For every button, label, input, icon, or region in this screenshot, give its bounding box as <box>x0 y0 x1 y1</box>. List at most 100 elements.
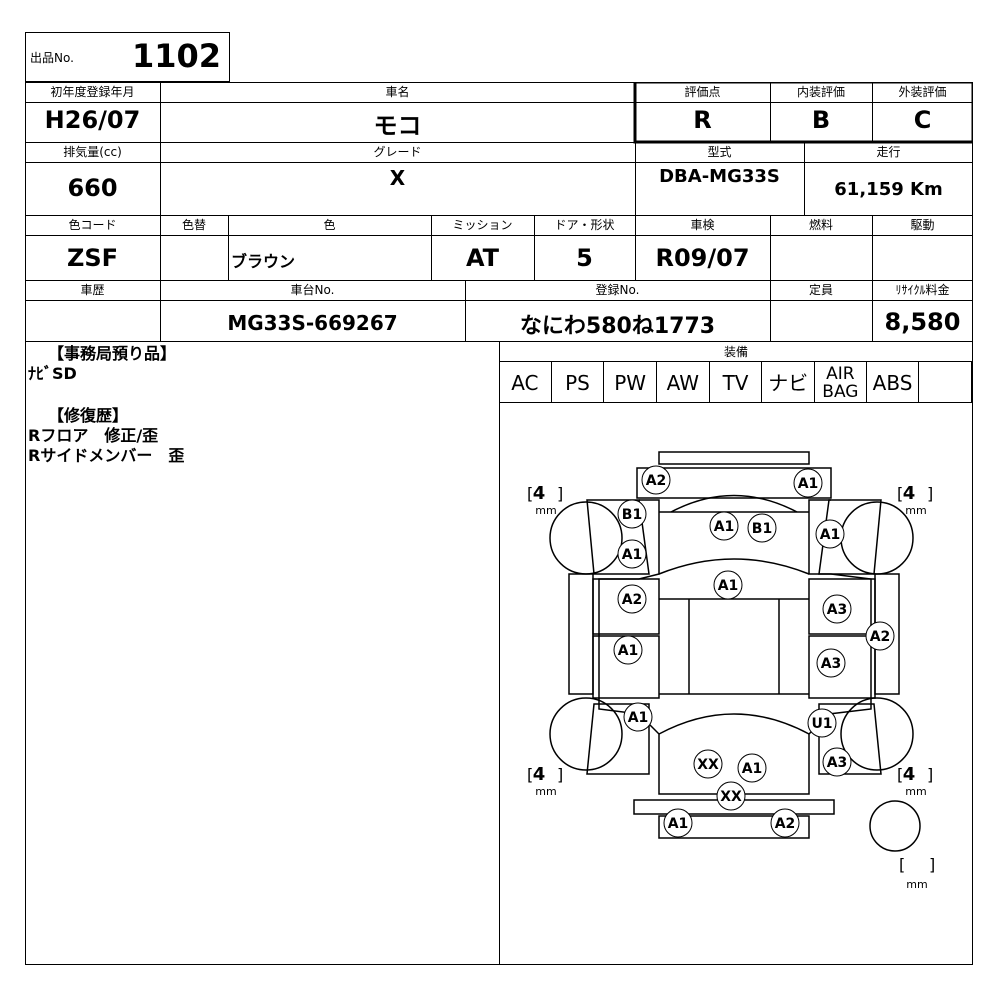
lot-label: 出品No. <box>30 51 74 65</box>
equip-navi: ナビ <box>762 362 816 402</box>
tire-front-left-value: 4 <box>533 483 546 504</box>
unit-mm: mm <box>905 504 926 517</box>
equip-tv: TV <box>710 362 763 402</box>
repair-title: 【修復歴】 <box>48 406 129 425</box>
chassis-label: 車台No. <box>290 283 335 297</box>
car-diagram: 4 4 4 4 [] [] [] [] [] mm mm mm mm mm A2… <box>527 451 935 891</box>
color-code-value: ZSF <box>66 244 119 272</box>
spec-grid <box>25 82 973 342</box>
interior-value: B <box>811 106 831 134</box>
grade-label: グレード <box>373 145 422 159</box>
svg-text:A3: A3 <box>821 656 842 672</box>
front-panel <box>636 467 832 499</box>
mark: A1 <box>623 702 653 732</box>
front-bumper <box>658 451 810 465</box>
model-label: 型式 <box>707 145 732 159</box>
svg-text:XX: XX <box>720 789 742 805</box>
lot-box: 出品No. 1102 <box>25 32 230 82</box>
svg-text:XX: XX <box>697 757 719 773</box>
mark: XX <box>693 749 723 779</box>
color-code-label: 色コード <box>68 218 117 232</box>
unit-mm: mm <box>535 504 556 517</box>
wheel-rear-right <box>840 697 914 771</box>
svg-text:B1: B1 <box>752 521 772 537</box>
exterior-value: C <box>913 106 932 134</box>
repair-item: Rサイドメンバー 歪 <box>28 446 185 465</box>
svg-text:[: [ <box>897 484 903 503</box>
lot-number: 1102 <box>131 37 221 75</box>
equip-ac: AC <box>499 362 552 402</box>
mark: U1 <box>807 708 837 738</box>
reg-label: 登録No. <box>595 283 640 297</box>
mileage-value: 61,159 Km <box>834 179 943 200</box>
mark: B1 <box>617 499 647 529</box>
equipment-label: 装備 <box>723 345 748 359</box>
svg-text:B1: B1 <box>622 507 642 523</box>
mark: A1 <box>815 519 845 549</box>
svg-text:A2: A2 <box>870 629 891 645</box>
mission-label: ミッション <box>452 218 513 232</box>
mark: A1 <box>713 570 743 600</box>
grade-value: X <box>389 166 406 190</box>
inspection-label: 車検 <box>690 218 715 232</box>
mark: B1 <box>747 513 777 543</box>
mark: A3 <box>822 594 852 624</box>
spec-table: 初年度登録年月 H26/07 車名 モコ 評価点 R 内装評価 B 外装評価 C… <box>25 82 973 342</box>
inspection-value: R09/07 <box>655 244 750 272</box>
equip-ps: PS <box>552 362 605 402</box>
office-item: ﾅﾋﾞSD <box>28 364 77 383</box>
fuel-label: 燃料 <box>808 218 833 232</box>
mark: A3 <box>816 648 846 678</box>
svg-text:A1: A1 <box>798 476 819 492</box>
history-label: 車歴 <box>80 283 105 297</box>
year-value: H26/07 <box>44 106 141 134</box>
mark: A2 <box>770 808 800 838</box>
mark: A3 <box>822 747 852 777</box>
name-label: 車名 <box>385 85 410 99</box>
svg-text:]: ] <box>929 855 935 874</box>
name-value: モコ <box>373 112 422 140</box>
recycle-label: ﾘｻｲｸﾙ料金 <box>895 283 950 297</box>
notes-panel: 【事務局預り品】 ﾅﾋﾞSD 【修復歴】 Rフロア 修正/歪 Rサイドメンバー … <box>28 344 496 466</box>
equip-abs: ABS <box>867 362 920 402</box>
mark: A2 <box>617 584 647 614</box>
svg-text:A1: A1 <box>618 643 639 659</box>
svg-text:[: [ <box>899 855 905 874</box>
chassis-value: MG33S-669267 <box>227 311 398 335</box>
drive-label: 駆動 <box>910 218 935 232</box>
mission-value: AT <box>465 244 500 272</box>
svg-text:A1: A1 <box>742 761 763 777</box>
mark: A1 <box>613 635 643 665</box>
wheel-front-left <box>549 501 623 575</box>
score-value: R <box>693 106 712 134</box>
reg-value: なにわ580ね1773 <box>519 314 716 339</box>
svg-text:[: [ <box>897 765 903 784</box>
svg-text:]: ] <box>927 484 933 503</box>
svg-text:A2: A2 <box>622 592 643 608</box>
svg-text:A2: A2 <box>775 816 796 832</box>
lower-divider <box>499 341 500 965</box>
tire-rear-right-value: 4 <box>903 764 916 785</box>
exterior-label: 外装評価 <box>898 85 947 99</box>
svg-text:A1: A1 <box>714 519 735 535</box>
svg-text:A2: A2 <box>646 473 667 489</box>
svg-text:A1: A1 <box>622 547 643 563</box>
mark: A1 <box>737 753 767 783</box>
repair-item: Rフロア 修正/歪 <box>28 426 159 445</box>
mark: XX <box>716 781 746 811</box>
equip-pw: PW <box>604 362 658 402</box>
office-title: 【事務局預り品】 <box>48 344 177 363</box>
color-value: ブラウン <box>231 252 296 271</box>
mark: A1 <box>617 539 647 569</box>
svg-text:A1: A1 <box>628 710 649 726</box>
mark: A2 <box>641 465 671 495</box>
equip-airbag: AIR BAG <box>815 362 867 402</box>
svg-text:A3: A3 <box>827 602 848 618</box>
spare-wheel <box>869 800 921 852</box>
unit-mm: mm <box>906 878 927 891</box>
svg-text:]: ] <box>927 765 933 784</box>
mileage-label: 走行 <box>876 145 901 159</box>
mark: A1 <box>709 511 739 541</box>
model-value: DBA-MG33S <box>659 166 780 187</box>
score-label: 評価点 <box>684 85 721 99</box>
